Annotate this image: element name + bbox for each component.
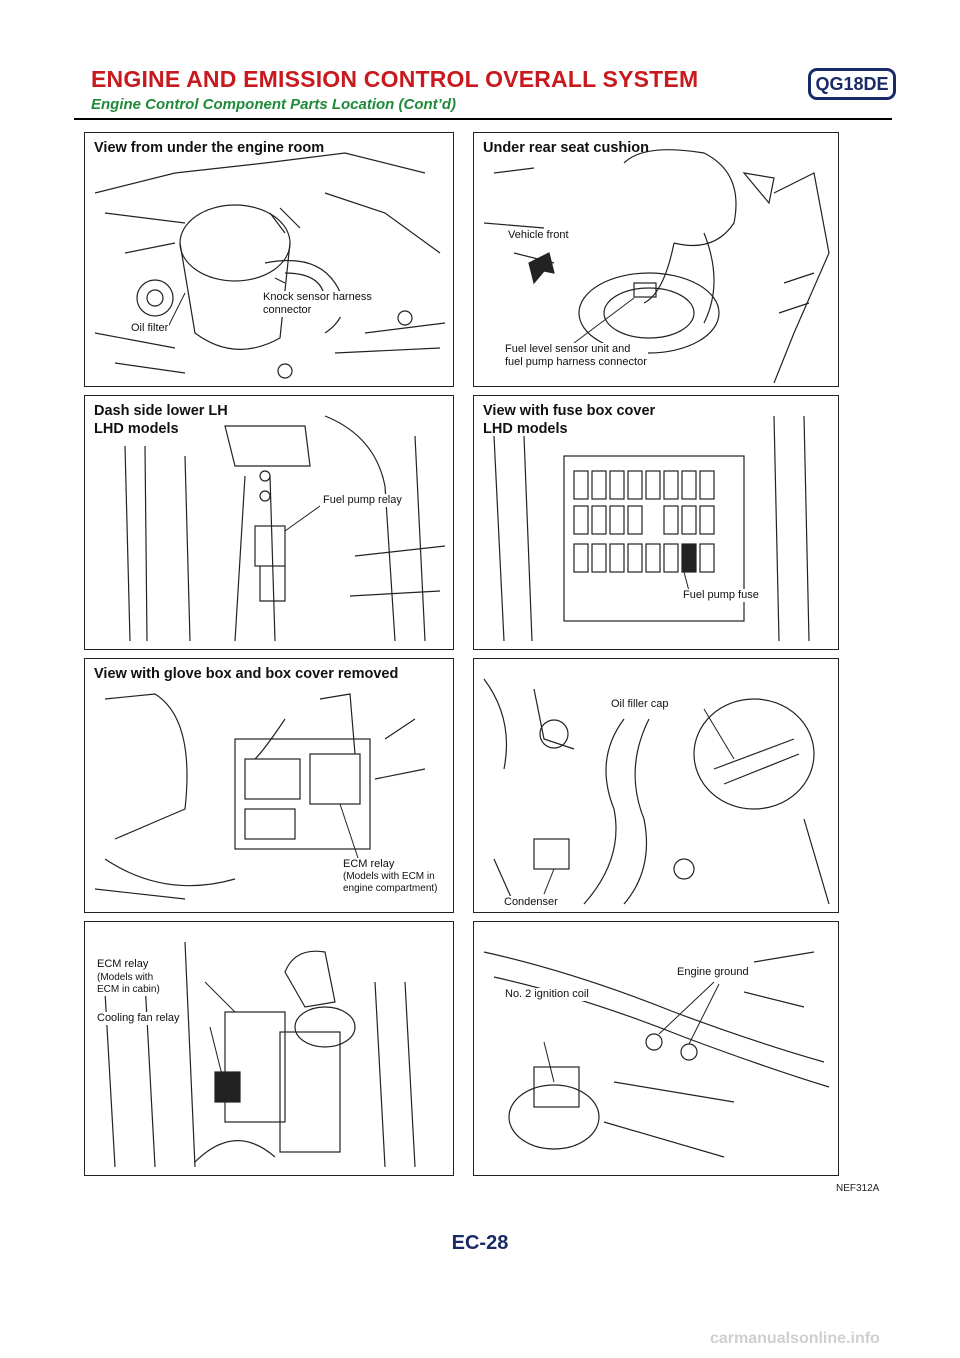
panel-title: View with glove box and box cover remove… (94, 666, 399, 682)
section-subtitle: Engine Control Component Parts Location … (91, 96, 456, 113)
illustration-rear-seat (483, 149, 830, 384)
illustration-engine-underside (94, 152, 446, 379)
label-ecm-relay: ECM relay (96, 958, 150, 971)
header-rule (74, 118, 892, 120)
figure-code: NEF312A (836, 1183, 880, 1194)
panel-oil-filler: Oil filler cap Condenser (473, 658, 839, 913)
panel-rear-seat: Under rear seat cushion Vehicle front Fu… (473, 132, 839, 387)
label-ecm-relay-note: (Models with ECM in cabin) (96, 972, 161, 996)
label-cooling-fan-relay: Cooling fan relay (96, 1012, 181, 1025)
label-oil-filler-cap: Oil filler cap (610, 698, 670, 711)
label-ecm-relay-note: (Models with ECM in engine compartment) (342, 871, 439, 895)
section-title: ENGINE AND EMISSION CONTROL OVERALL SYST… (91, 66, 699, 92)
illustration-ignition-coil (483, 951, 830, 1158)
label-vehicle-front: Vehicle front (507, 229, 570, 242)
label-knock-sensor-connector: Knock sensor harness connector (262, 291, 373, 317)
label-engine-ground: Engine ground (676, 966, 750, 979)
panel-title: Dash side lower LH LHD models (94, 403, 228, 437)
engine-code-badge: QG18DE (808, 68, 896, 100)
label-fuel-pump-fuse: Fuel pump fuse (682, 589, 760, 602)
panel-title: Under rear seat cushion (483, 140, 649, 156)
label-oil-filter: Oil filter (130, 322, 170, 335)
illustration-fuse-box (493, 415, 810, 642)
illustration-glove-box (94, 693, 426, 900)
label-fuel-pump-relay: Fuel pump relay (322, 494, 403, 507)
panel-title: View with fuse box cover LHD models (483, 403, 656, 437)
panel-engine-room-underside: View from under the engine room Knock se… (84, 132, 454, 387)
panel-relay-box: ECM relay (Models with ECM in cabin) Coo… (84, 921, 454, 1176)
page-number: EC-28 (451, 1232, 509, 1254)
illustration-dash-side (124, 415, 446, 642)
panel-title: View from under the engine room (94, 140, 325, 156)
panel-ignition-coil: Engine ground No. 2 ignition coil (473, 921, 839, 1176)
footer-url: carmanualsonline.info (710, 1330, 880, 1347)
label-fuel-level-sensor-unit: Fuel level sensor unit and fuel pump har… (504, 343, 648, 369)
label-condenser: Condenser (503, 896, 559, 909)
panel-glove-box: View with glove box and box cover remove… (84, 658, 454, 913)
panel-dash-side-lower-lh: Dash side lower LH LHD models Fuel pump … (84, 395, 454, 650)
illustration-oil-filler (483, 678, 830, 905)
label-no2-ignition-coil: No. 2 ignition coil (504, 988, 590, 1001)
label-ecm-relay: ECM relay (342, 858, 396, 871)
panel-fuse-box: View with fuse box cover LHD models Fuel… (473, 395, 839, 650)
